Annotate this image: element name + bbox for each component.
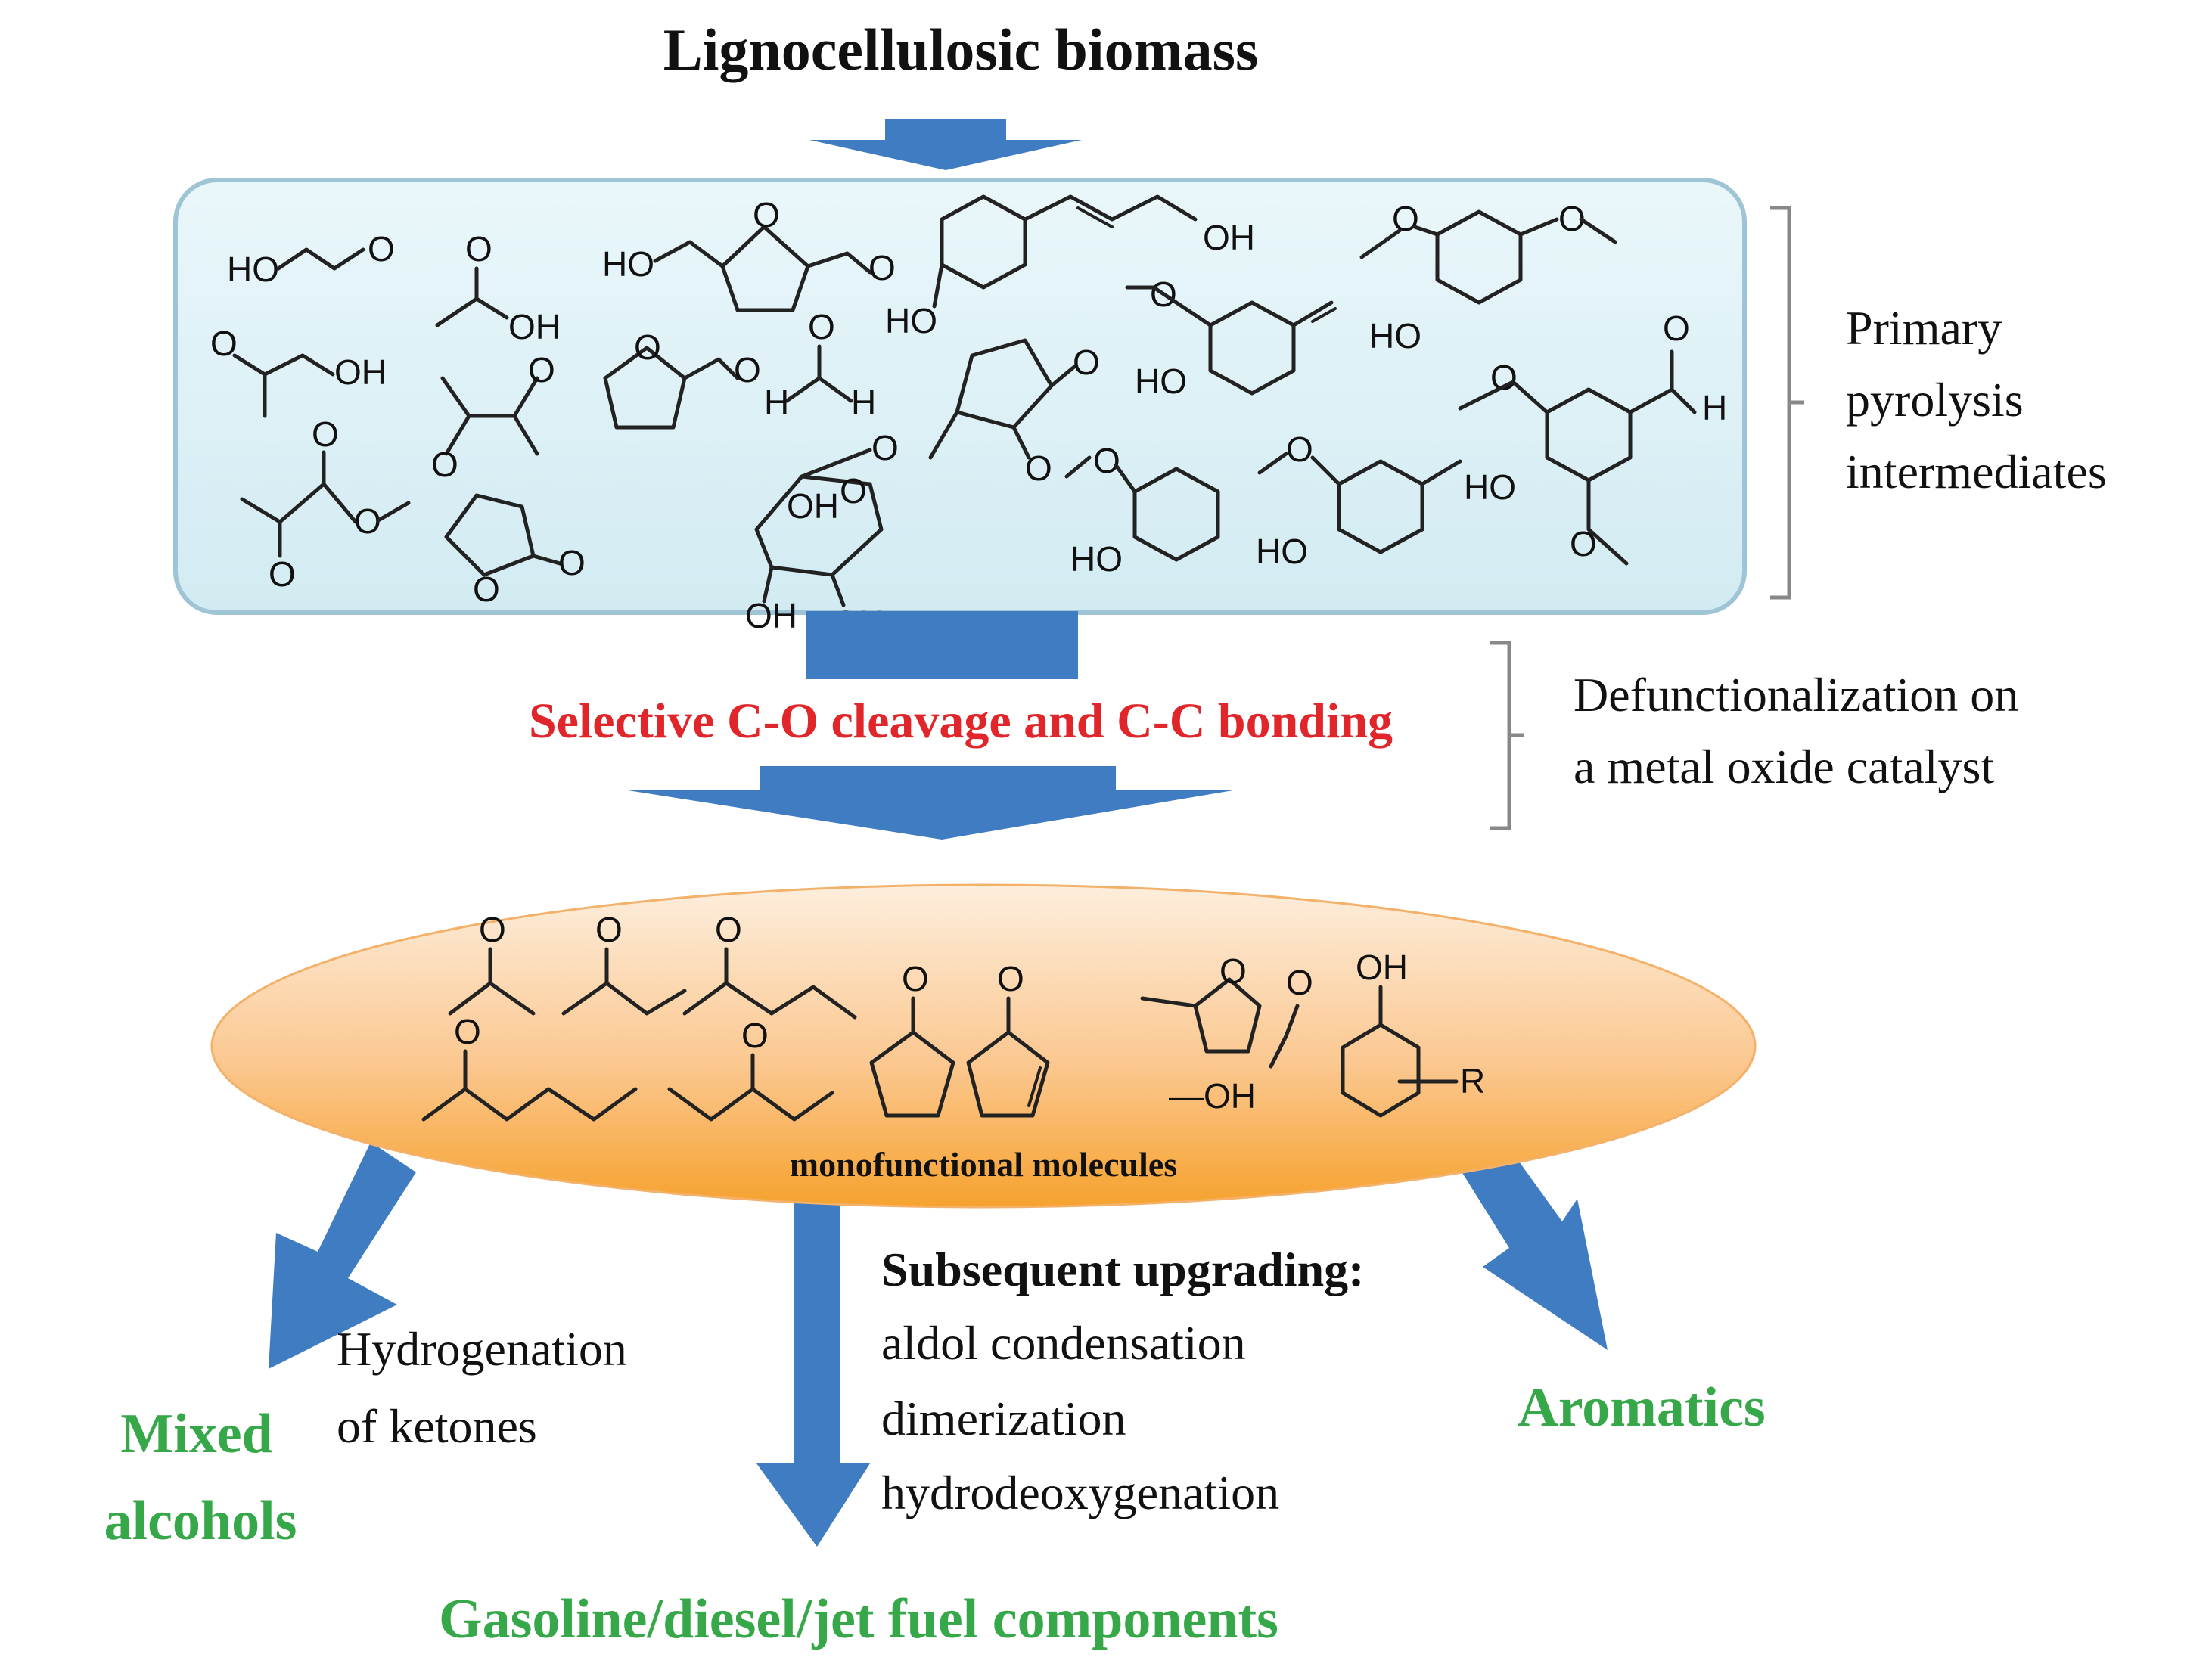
atom-label: O [210,324,238,363]
atom-label: O [753,195,780,234]
atom-label: O [1286,430,1313,469]
atom-label: O [1073,343,1100,382]
process-label: Selective C-O cleavage and C-C bonding [529,694,1393,749]
primary-label-line3: intermediates [1846,445,2107,498]
atom-label: HO [1369,316,1421,355]
diagram-title: Lignocellulosic biomass [663,17,1259,82]
atom-label: HO [602,244,654,284]
product-fuels: Gasoline/diesel/jet fuel components [439,1588,1278,1650]
hydrogenation-line2: of ketones [337,1399,537,1453]
primary-label-line1: Primary [1846,301,2002,355]
atom-label: O [808,307,835,346]
atom-label: O [1570,524,1597,563]
defunctionalization-line2: a metal oxide catalyst [1574,740,1994,793]
atom-label: O [473,570,500,609]
atom-label: H [1702,388,1727,427]
atom-label: O [465,229,492,268]
atom-label: OH [745,596,797,635]
primary-label-line2: pyrolysis [1846,373,2024,427]
product-mixed-alcohols-line1: Mixed [120,1403,272,1465]
atom-label: O [368,229,395,268]
arrow-fuels [756,1180,870,1547]
upgrading-heading: Subsequent upgrading: [881,1243,1364,1296]
atom-label: OH [334,352,387,392]
atom-label: O [1025,448,1052,488]
atom-label: O [558,543,586,582]
atom-label: O [454,1012,481,1051]
atom-label: O [840,471,867,511]
atom-label: HO [885,301,937,340]
arrow-mixed-alcohols [269,1142,416,1369]
atom-label: OH [508,307,561,346]
atom-label: O [997,959,1024,998]
atom-label: O [595,910,623,949]
atom-label: —OH [1169,1076,1256,1116]
atom-label: OH [1356,948,1408,987]
intermediate-molecules: HO O O OH HO O O OH HO O O HO O OH [210,194,1727,643]
bracket-defunctionalization [1490,641,1524,830]
bracket-primary [1770,206,1804,600]
defunctionalization-line1: Defunctionalization on [1574,668,2018,722]
atom-label: O [1663,309,1690,348]
monofunctional-molecules: O O O O O O O O O —OH [421,910,1485,1122]
arrow-stem-middle [806,611,1078,679]
atom-label: HO [1070,539,1123,579]
atom-label: O [528,350,555,390]
atom-label: O [431,445,458,484]
atom-label: HO [1464,467,1516,507]
atom-label: O [634,327,661,367]
atom-label: O [269,554,296,594]
atom-label: O [715,910,742,949]
atom-label: O [479,910,506,949]
down-arrow-middle [628,766,1233,840]
upgrading-step-1: aldol condensation [881,1316,1246,1370]
atom-label: O [312,414,339,454]
upgrading-step-2: dimerization [881,1392,1126,1445]
atom-label: O [734,350,761,390]
atom-label: O [871,428,899,467]
atom-label: HO [227,250,279,289]
atom-label: R [1460,1061,1485,1100]
atom-label: H [764,383,789,422]
atom-label: O [1286,963,1313,1002]
atom-label: H [851,383,876,422]
product-mixed-alcohols-line2: alcohols [104,1490,297,1552]
atom-label: O [741,1016,769,1055]
atom-label: O [1093,441,1120,480]
atom-label: OH [787,486,839,526]
arrow-aromatics [1452,1127,1608,1350]
atom-label: HO [1135,362,1187,401]
atom-label: O [902,959,929,998]
product-aromatics: Aromatics [1518,1376,1765,1439]
atom-label: OH [1203,218,1255,257]
down-arrow-top [809,119,1082,170]
upgrading-step-3: hydrodeoxygenation [881,1466,1279,1519]
atom-label: O [868,248,896,287]
atom-label: HO [1256,532,1308,571]
ellipse-label: monofunctional molecules [790,1145,1177,1184]
monofunctional-ellipse [210,883,1757,1209]
hydrogenation-line1: Hydrogenation [337,1322,627,1376]
atom-label: O [1219,951,1247,991]
